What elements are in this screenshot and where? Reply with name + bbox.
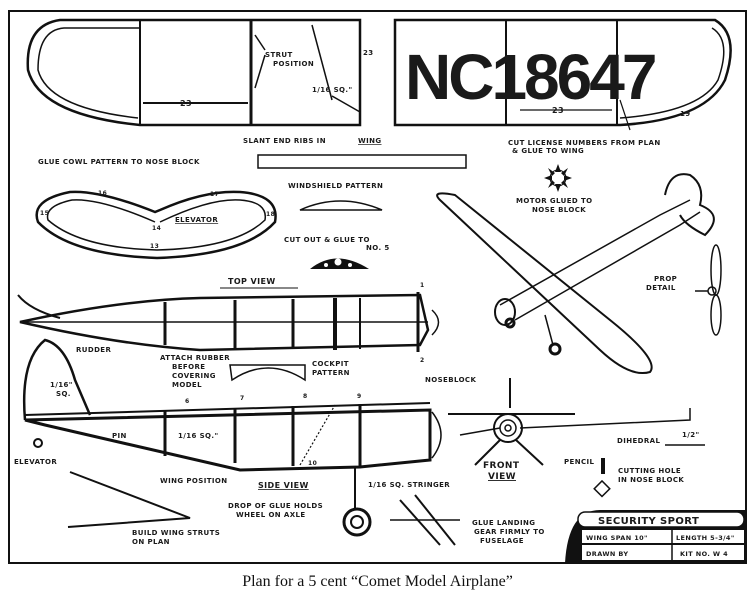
motor-icon (544, 164, 572, 192)
landing-gear-detail (390, 494, 460, 546)
side-number-10: 10 (308, 460, 317, 467)
prop-detail-label-1: PROP (654, 275, 677, 283)
title-block-kit-no: KIT NO. W 4 (680, 550, 728, 558)
elevator-side-label: ELEVATOR (14, 458, 57, 466)
cut-out-note-2: NO. 5 (366, 244, 390, 252)
top-view-number-2: 2 (420, 357, 425, 364)
side-number-9: 9 (357, 393, 362, 400)
dihedral-value: 1/2" (682, 431, 700, 439)
figure-caption: Plan for a 5 cent “Comet Model Airplane” (242, 573, 513, 590)
left-wing-rib-number: 23 (180, 99, 192, 108)
title-block (565, 510, 746, 563)
right-wing-panel (393, 18, 732, 131)
wing-tip-number: 19 (680, 110, 691, 118)
drop-glue-note-1: DROP OF GLUE HOLDS (228, 502, 323, 510)
cut-out-note-1: CUT OUT & GLUE TO (284, 236, 370, 244)
side-number-6: 6 (185, 398, 190, 405)
elevator-outline (35, 190, 277, 260)
top-view-number-1: 1 (420, 282, 425, 289)
front-view-label-1: FRONT (483, 461, 520, 471)
wing-position-label: WING POSITION (160, 477, 227, 485)
propeller-icon (695, 244, 722, 336)
attach-rubber-note-1: ATTACH RUBBER (160, 354, 230, 362)
front-view-label-2: VIEW (488, 472, 516, 482)
tail-size-label-2: SQ. (56, 390, 71, 398)
right-wing-rib-number: 23 (552, 106, 564, 115)
noseblock-label: NOSEBLOCK (425, 376, 476, 384)
elevator-part-18: 18 (266, 211, 275, 218)
drop-glue-note-2: WHEEL ON AXLE (236, 511, 306, 519)
wing-strut-drawing (67, 471, 191, 528)
wing-spar-size-label: 1/16 SQ." (312, 86, 353, 94)
license-number: NC18647 (405, 41, 655, 113)
front-view-drawing (448, 378, 691, 466)
cowl-pattern-strip (257, 154, 467, 169)
motor-note-1: MOTOR GLUED TO (516, 197, 592, 205)
side-spar-label: 1/16 SQ." (178, 432, 219, 440)
landing-gear-note-2: GEAR FIRMLY TO (474, 528, 545, 536)
wing-gap-rib-number: 23 (363, 49, 374, 57)
top-view-fuselage (17, 292, 440, 352)
title-block-title: SECURITY SPORT (598, 516, 699, 527)
glue-cowl-note: GLUE COWL PATTERN TO NOSE BLOCK (38, 158, 200, 166)
title-block-wing-span: WING SPAN 10" (586, 534, 648, 542)
slant-end-ribs-note: SLANT END RIBS IN (243, 137, 326, 145)
elevator-part-15: 15 (40, 210, 49, 217)
wing-struts-note-2: ON PLAN (132, 538, 170, 546)
attach-rubber-note-3: COVERING (172, 372, 216, 380)
pencil-label: PENCIL (564, 458, 595, 466)
windshield-pattern (299, 200, 383, 211)
license-note-2: & GLUE TO WING (512, 147, 584, 155)
top-view-label: TOP VIEW (228, 277, 276, 286)
side-number-8: 8 (303, 393, 308, 400)
landing-gear-note-3: FUSELAGE (480, 537, 524, 545)
attach-rubber-note-4: MODEL (172, 381, 202, 389)
model-3d-view (436, 173, 715, 374)
pencil-icon (601, 458, 605, 474)
model-airplane-plan: 23 STRUT POSITION 1/16 SQ." 23 SLANT END… (8, 10, 747, 564)
elevator-part-13: 13 (150, 243, 159, 250)
strut-position-label-2: POSITION (273, 60, 314, 68)
side-view-label: SIDE VIEW (258, 481, 309, 490)
strut-position-label-1: STRUT (265, 51, 293, 59)
pin-label: PIN (112, 432, 127, 440)
attach-rubber-note-2: BEFORE (172, 363, 205, 371)
motor-note-2: NOSE BLOCK (532, 206, 586, 214)
elevator-part-14: 14 (152, 225, 161, 232)
nose-block-square (593, 479, 611, 498)
elevator-label: ELEVATOR (175, 216, 218, 224)
landing-gear-note-1: GLUE LANDING (472, 519, 535, 527)
title-block-drawn-by: DRAWN BY (586, 550, 629, 558)
prop-detail-label-2: DETAIL (646, 284, 676, 292)
side-number-7: 7 (240, 395, 245, 402)
cutting-hole-note-2: IN NOSE BLOCK (618, 476, 684, 484)
elevator-part-16: 16 (98, 190, 107, 197)
side-view-fuselage (22, 338, 442, 537)
slant-end-ribs-wing: WING (358, 137, 382, 145)
windshield-pattern-label: WINDSHIELD PATTERN (288, 182, 383, 190)
dihedral-label: DIHEDRAL (617, 437, 660, 445)
license-note-1: CUT LICENSE NUMBERS FROM PLAN (508, 139, 661, 147)
plan-border (8, 10, 747, 564)
cockpit-pattern (229, 364, 306, 382)
side-view-wheel (342, 507, 372, 537)
elevator-part-17: 17 (210, 191, 219, 198)
left-wing-panel (26, 18, 362, 127)
cockpit-pattern-label-1: COCKPIT (312, 360, 349, 368)
title-block-length: LENGTH 5-3/4" (676, 534, 735, 542)
wing-struts-note-1: BUILD WING STRUTS (132, 529, 220, 537)
tail-size-label-1: 1/16" (50, 381, 73, 389)
cockpit-pattern-label-2: PATTERN (312, 369, 350, 377)
cutting-hole-note-1: CUTTING HOLE (618, 467, 681, 475)
rudder-label: RUDDER (76, 346, 111, 354)
stringer-label: 1/16 SQ. STRINGER (368, 481, 450, 489)
